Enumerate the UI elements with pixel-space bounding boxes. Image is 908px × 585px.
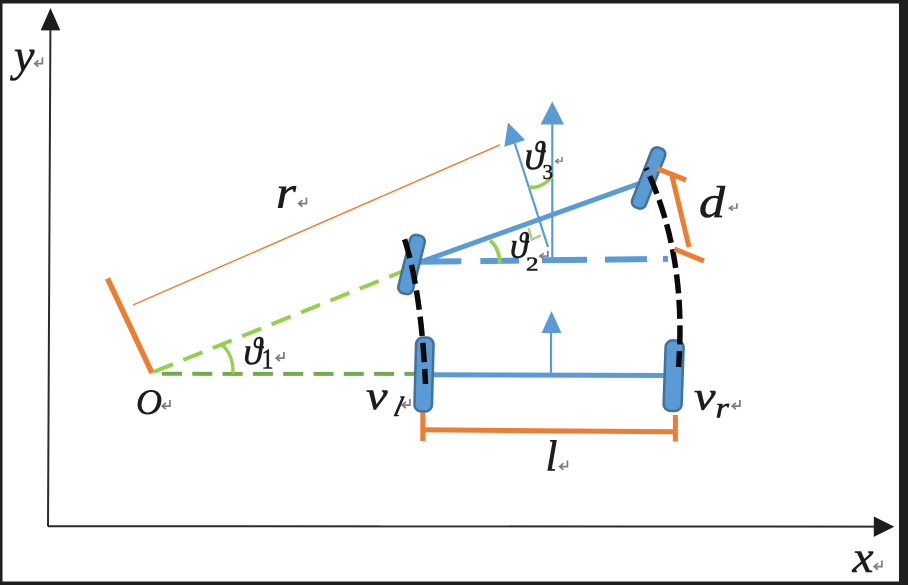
svg-text:ϑ: ϑ <box>525 133 547 178</box>
svg-text:ϑ: ϑ <box>244 331 265 373</box>
svg-text:d: d <box>699 178 726 227</box>
svg-text:1: 1 <box>262 345 274 376</box>
svg-text:x: x <box>851 533 874 582</box>
svg-text:2: 2 <box>526 254 539 276</box>
svg-text:ϑ: ϑ <box>510 226 530 266</box>
svg-text:l: l <box>546 434 558 481</box>
svg-text:v: v <box>366 373 388 418</box>
svg-text:y: y <box>10 30 35 81</box>
svg-text:3: 3 <box>543 160 554 184</box>
svg-text:r: r <box>276 167 297 218</box>
svg-text:v: v <box>694 373 716 418</box>
svg-text:O: O <box>136 382 162 422</box>
svg-text:r: r <box>716 392 730 425</box>
